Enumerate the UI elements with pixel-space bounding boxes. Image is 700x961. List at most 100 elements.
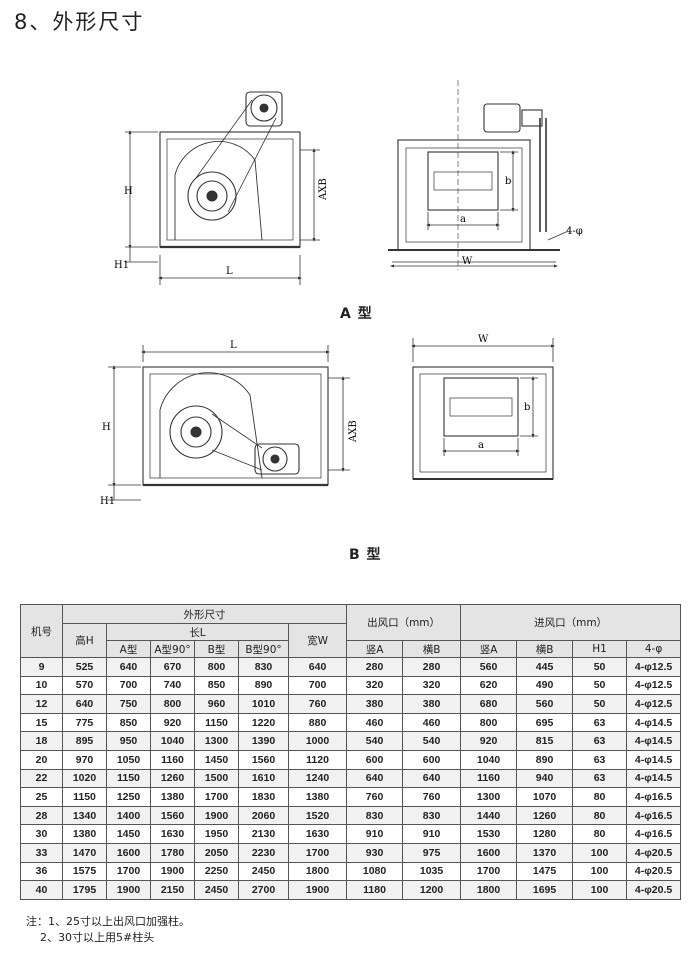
table-cell: 640: [346, 768, 404, 789]
header-holes: 4-φ: [626, 640, 682, 658]
table-cell: 760: [402, 787, 462, 807]
table-cell: 800: [194, 657, 239, 677]
table-cell: 1050: [106, 749, 151, 770]
table-cell: 1070: [516, 787, 574, 807]
header-h1: H1: [572, 640, 628, 658]
header-model: 机号: [20, 604, 63, 658]
table-cell: 850: [194, 675, 239, 696]
table-cell: 540: [346, 731, 404, 751]
table-cell: 695: [516, 712, 574, 733]
table-cell: 1470: [62, 842, 107, 863]
table-cell: 895: [62, 731, 107, 751]
table-cell: 80: [572, 805, 628, 826]
table-cell: 1370: [516, 842, 574, 863]
table-cell: 2050: [194, 842, 239, 863]
table-cell: 910: [402, 824, 462, 844]
table-cell: 4-φ16.5: [626, 805, 682, 826]
type-b-a-label: a: [478, 440, 484, 451]
header-outer: 外形尺寸: [61, 604, 348, 624]
note-2: 2、30寸以上用5#柱头: [26, 931, 155, 944]
table-cell: 1630: [287, 824, 348, 844]
table-cell: 1020: [62, 768, 107, 789]
type-a-side-view: [125, 91, 320, 285]
header-out-a: 竖A: [346, 640, 404, 658]
table-cell: 1250: [106, 787, 151, 807]
table-cell: 1380: [150, 787, 195, 807]
table-cell: 880: [287, 712, 348, 733]
table-cell: 100: [572, 880, 628, 900]
table-cell: 960: [194, 694, 239, 714]
table-cell: 2150: [150, 880, 195, 900]
table-cell: 445: [516, 657, 574, 677]
type-a-caption: A 型: [340, 306, 373, 322]
table-cell: 2230: [238, 842, 289, 863]
header-length: 长L: [106, 623, 289, 641]
table-cell: 63: [572, 731, 628, 751]
table-cell: 760: [287, 694, 348, 714]
table-cell: 830: [402, 805, 462, 826]
table-cell: 920: [460, 731, 518, 751]
table-cell: 1560: [150, 805, 195, 826]
table-cell: 25: [20, 787, 63, 807]
table-cell: 50: [572, 694, 628, 714]
table-cell: 460: [346, 712, 404, 733]
table-cell: 22: [20, 768, 63, 789]
table-cell: 800: [460, 712, 518, 733]
table-cell: 1630: [150, 824, 195, 844]
table-cell: 1900: [106, 880, 151, 900]
table-cell: 12: [20, 694, 63, 714]
table-cell: 380: [402, 694, 462, 714]
table-cell: 9: [20, 657, 63, 677]
table-cell: 1160: [150, 749, 195, 770]
header-outlet: 出风口（mm）: [346, 604, 462, 641]
table-cell: 740: [150, 675, 195, 696]
table-cell: 4-φ14.5: [626, 749, 682, 770]
table-cell: 560: [516, 694, 574, 714]
type-b-caption: B 型: [349, 547, 382, 563]
type-a-axb-label: AXB: [318, 178, 329, 201]
table-cell: 320: [346, 675, 404, 696]
table-cell: 1380: [287, 787, 348, 807]
table-cell: 4-φ20.5: [626, 861, 682, 882]
table-cell: 700: [106, 675, 151, 696]
table-cell: 4-φ20.5: [626, 880, 682, 900]
table-cell: 280: [402, 657, 462, 677]
table-cell: 28: [20, 805, 63, 826]
header-a-type: A型: [106, 640, 151, 658]
table-cell: 640: [62, 694, 107, 714]
table-cell: 1340: [62, 805, 107, 826]
table-cell: 4-φ14.5: [626, 712, 682, 733]
table-cell: 460: [402, 712, 462, 733]
table-cell: 2250: [194, 861, 239, 882]
table-cell: 1120: [287, 749, 348, 770]
table-cell: 63: [572, 768, 628, 789]
table-cell: 700: [287, 675, 348, 696]
table-cell: 830: [346, 805, 404, 826]
type-b-front-view: [411, 338, 555, 480]
table-cell: 1260: [516, 805, 574, 826]
table-cell: 4-φ16.5: [626, 787, 682, 807]
type-a-h-label: H: [124, 186, 133, 197]
table-cell: 1180: [346, 880, 404, 900]
table-cell: 36: [20, 861, 63, 882]
table-cell: 1600: [106, 842, 151, 863]
table-cell: 15: [20, 712, 63, 733]
table-cell: 1160: [460, 768, 518, 789]
type-a-front-view: [388, 80, 567, 270]
table-cell: 640: [287, 657, 348, 677]
table-cell: 1695: [516, 880, 574, 900]
table-cell: 760: [346, 787, 404, 807]
table-cell: 1300: [194, 731, 239, 751]
type-a-a-label: a: [460, 214, 466, 225]
type-a-l-label: L: [226, 266, 233, 277]
table-cell: 600: [346, 749, 404, 770]
